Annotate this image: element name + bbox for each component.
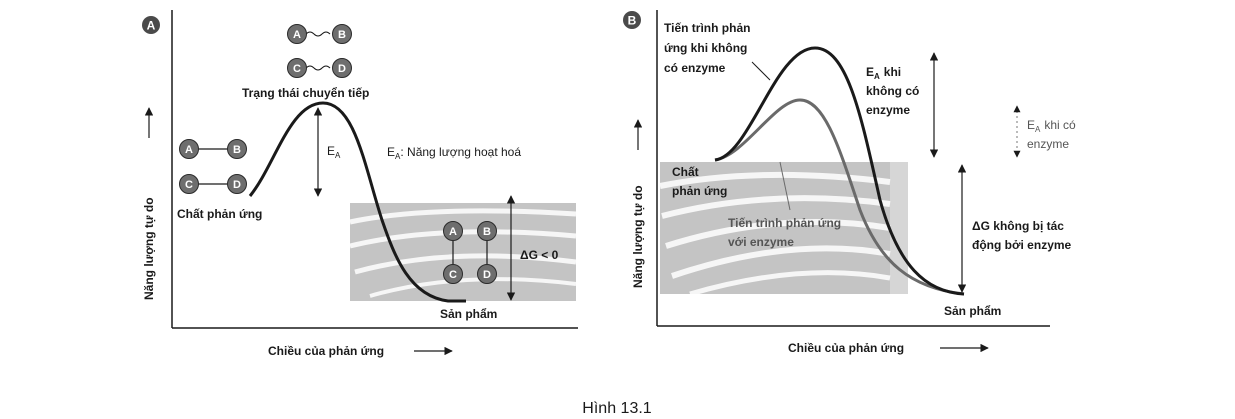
svg-text:A: A <box>293 29 301 41</box>
panel-b: B Năng lượng tự do Chiều của phản ứng <box>623 10 1079 355</box>
transition-state-molecules: A B C D <box>287 24 352 78</box>
panel-a-x-axis-label: Chiều của phản ứng <box>268 344 384 358</box>
panel-a-reactants-label: Chất phản ứng <box>177 207 262 221</box>
svg-text:C: C <box>293 63 301 75</box>
panel-b-delta-g-label: ΔG không bị tác động bởi enzyme <box>972 219 1072 252</box>
svg-text:B: B <box>233 144 241 156</box>
svg-text:B: B <box>483 226 491 238</box>
svg-text:D: D <box>338 63 346 75</box>
panel-a-ea-legend: EA: Năng lượng hoạt hoá <box>387 145 521 161</box>
molecule-d <box>332 58 352 78</box>
panel-a-ea-label: EA <box>327 144 341 160</box>
panel-a-badge-label: A <box>147 19 156 33</box>
with-enzyme-path-label: Tiến trình phản ứng với enzyme <box>728 216 844 249</box>
svg-text:C: C <box>185 179 193 191</box>
panel-b-x-axis-label: Chiều của phản ứng <box>788 341 904 355</box>
no-enzyme-path-label: Tiến trình phản ứng khi không có enzyme <box>664 21 754 75</box>
svg-text:C: C <box>449 269 457 281</box>
transition-state-label: Trạng thái chuyển tiếp <box>242 86 369 100</box>
panel-b-badge-label: B <box>628 14 637 28</box>
svg-text:A: A <box>449 226 457 238</box>
svg-text:D: D <box>483 269 491 281</box>
product-molecules: A B C D <box>443 221 497 284</box>
panel-b-badge <box>623 11 641 29</box>
no-enzyme-curve <box>714 46 965 296</box>
panel-b-reactants-label: Chất phản ứng <box>672 165 727 198</box>
panel-b-y-axis-label: Năng lượng tự do <box>631 185 645 288</box>
molecule-c <box>287 58 307 78</box>
molecule-b <box>332 24 352 44</box>
svg-text:A: A <box>185 144 193 156</box>
panel-a: A Năng lượng tự do Chiều của phản ứng EA… <box>142 10 578 358</box>
panel-a-badge <box>142 16 160 34</box>
panel-a-energy-curve <box>248 101 466 303</box>
panel-b-products-label: Sản phẩm <box>944 304 1001 318</box>
figure-caption: Hình 13.1 <box>582 400 651 417</box>
panel-a-delta-g-label: ΔG < 0 <box>520 248 559 262</box>
with-enzyme-curve <box>714 98 965 296</box>
reactant-molecules: A B C D <box>179 139 247 194</box>
panel-a-products-label: Sản phẩm <box>440 307 497 321</box>
svg-text:B: B <box>338 29 346 41</box>
molecule-a <box>287 24 307 44</box>
with-enzyme-pointer <box>779 161 791 211</box>
panel-a-y-axis-label: Năng lượng tự do <box>142 197 156 300</box>
svg-text:D: D <box>233 179 241 191</box>
no-enzyme-pointer <box>751 61 771 81</box>
